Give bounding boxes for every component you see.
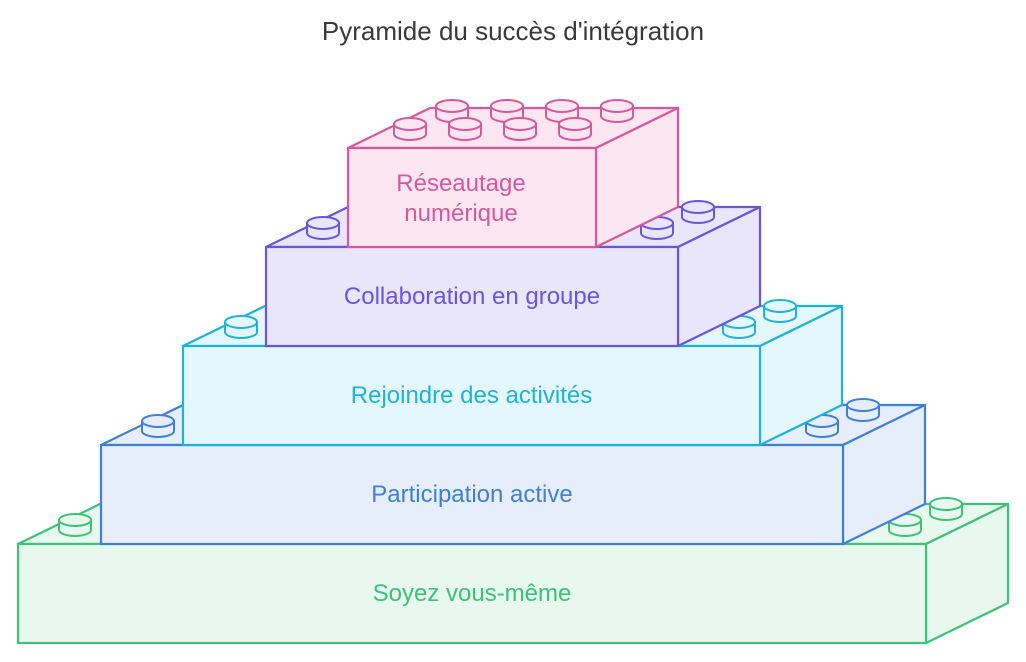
brick-stud: [224, 315, 258, 339]
brick-stud: [306, 216, 340, 240]
brick-stud: [600, 99, 634, 123]
level-label: Participation active: [371, 481, 572, 508]
level-label: Rejoindre des activités: [351, 382, 592, 409]
brick-stud: [846, 398, 880, 422]
brick-stud: [393, 117, 427, 141]
brick-stud: [448, 117, 482, 141]
level-label: Collaboration en groupe: [344, 283, 600, 310]
brick-stud: [58, 513, 92, 537]
diagram-title: Pyramide du succès d'intégration: [321, 16, 705, 46]
brick-stud: [888, 513, 922, 537]
level-label: Soyez vous-même: [373, 580, 572, 607]
brick-front-face: [346, 146, 598, 249]
brick-stud: [763, 299, 797, 323]
brick-front-face: [16, 542, 928, 645]
brick-stud: [681, 200, 715, 224]
brick-stud: [558, 117, 592, 141]
brick-front-face: [99, 443, 845, 546]
brick-stud: [503, 117, 537, 141]
brick-front-face: [264, 245, 680, 348]
brick-front-face: [181, 344, 762, 447]
brick-stud: [929, 497, 963, 521]
brick-stud: [141, 414, 175, 438]
